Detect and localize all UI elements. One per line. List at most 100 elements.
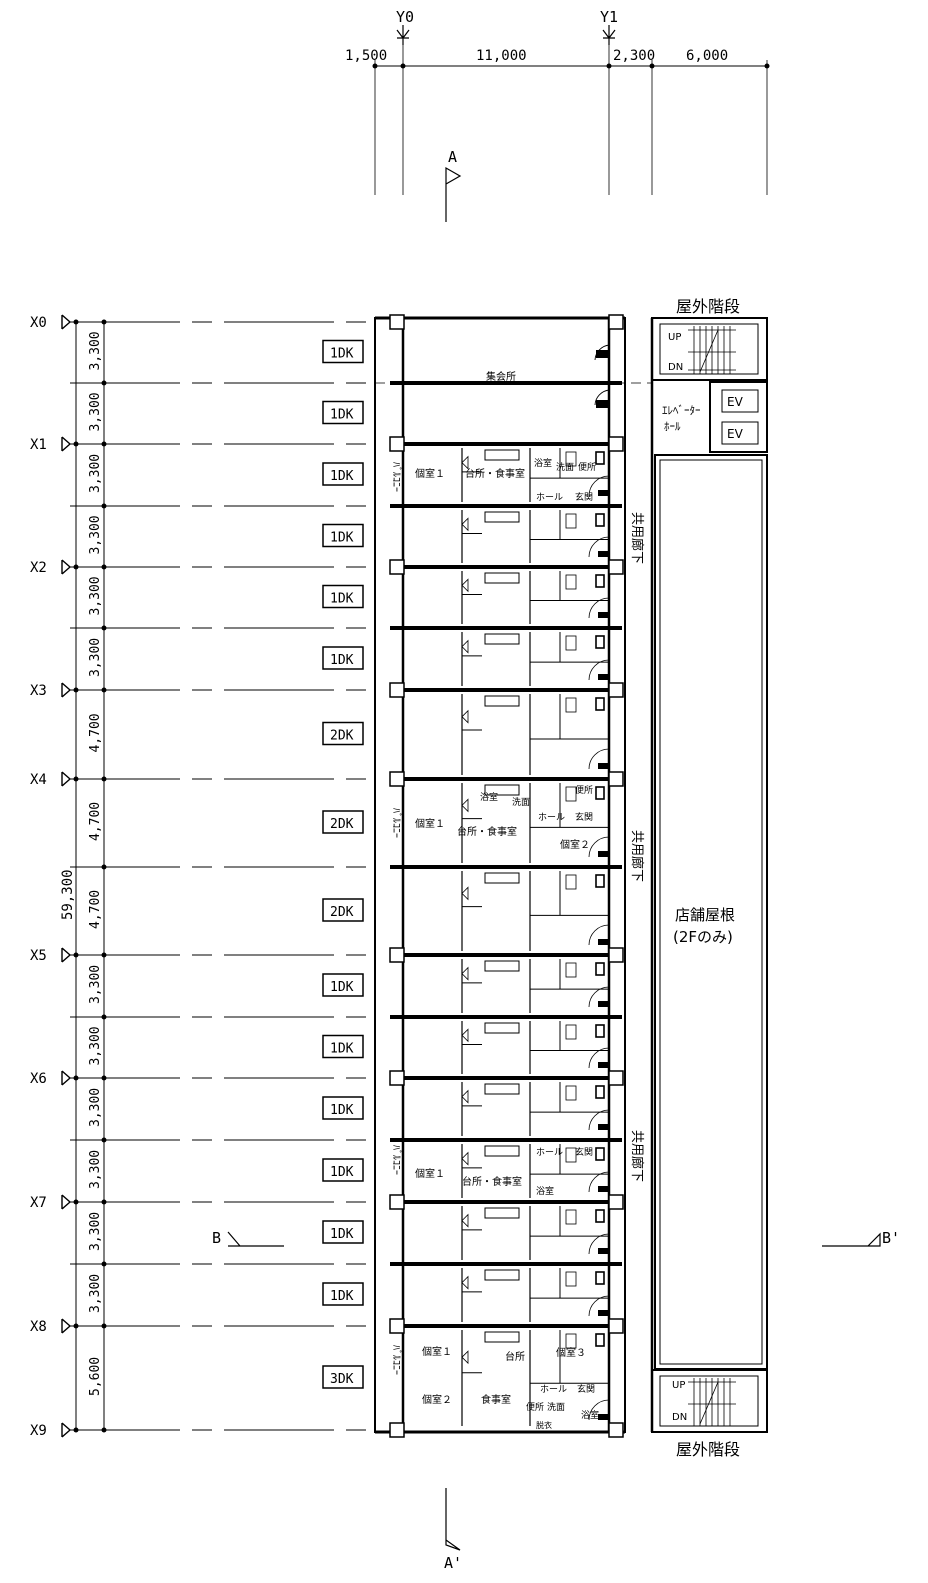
stair-treads-bottom bbox=[688, 1378, 736, 1426]
unit-plan bbox=[461, 1021, 610, 1074]
door-post bbox=[598, 763, 609, 769]
room-label-kitchen-4: 台所 bbox=[505, 1350, 525, 1363]
section-label-a-prime: A' bbox=[444, 1554, 462, 1572]
room-label-hall-2: ホール bbox=[538, 812, 565, 823]
section-label-b-prime: B' bbox=[882, 1229, 900, 1247]
column-left bbox=[389, 1422, 405, 1438]
unit-plan bbox=[461, 1206, 610, 1260]
unit-type-label: 1DK bbox=[330, 592, 354, 607]
room-label-washroom-2: 洗面 bbox=[512, 796, 530, 808]
building-outline bbox=[374, 316, 626, 1434]
room-label-private-2b: 個室２ bbox=[422, 1393, 452, 1406]
column-right bbox=[608, 1070, 624, 1086]
unit-plan bbox=[461, 1268, 610, 1322]
grid-label-y0: Y0 bbox=[396, 8, 414, 26]
section-mark-b: B bbox=[212, 1229, 284, 1247]
span-dimension-label: 4,700 bbox=[88, 802, 103, 841]
room-label-entrance-3: 玄関 bbox=[575, 1146, 593, 1158]
door-frame bbox=[595, 1024, 605, 1038]
span-dimension-label: 4,700 bbox=[88, 713, 103, 752]
unit-plan bbox=[461, 448, 610, 502]
door-frame bbox=[595, 786, 605, 800]
room-label-kitchen-dining-3: 台所・食事室 bbox=[462, 1175, 522, 1188]
door-post bbox=[598, 1248, 609, 1254]
stair-top: UP DN bbox=[651, 317, 768, 381]
unit-type-box bbox=[322, 810, 364, 834]
kitchen-counter bbox=[484, 1331, 520, 1343]
grid-label-y1: Y1 bbox=[600, 8, 618, 26]
span-dimension-label: 3,300 bbox=[88, 1026, 103, 1065]
balcony-label-2: ﾊﾞﾙｺﾆｰ bbox=[390, 808, 402, 838]
room-label-private-1b: 個室１ bbox=[415, 817, 445, 830]
unit-type-box bbox=[322, 584, 364, 609]
grid-marker-icon bbox=[61, 1422, 72, 1438]
door-post bbox=[598, 490, 609, 496]
room-label-toilet-4: 便所 bbox=[526, 1401, 544, 1413]
door-swing bbox=[588, 924, 610, 946]
toilet-fixture bbox=[565, 874, 577, 890]
unit-type-label: 1DK bbox=[330, 469, 354, 484]
column-left bbox=[389, 682, 405, 698]
window-mark bbox=[461, 1275, 469, 1290]
ev-label-1: EV bbox=[727, 395, 744, 409]
room-label-entrance-4: 玄関 bbox=[577, 1383, 595, 1395]
unit-type-box bbox=[322, 1096, 364, 1120]
kitchen-counter bbox=[484, 449, 520, 461]
grid-label-row: X7 bbox=[30, 1195, 47, 1211]
column-left bbox=[389, 947, 405, 963]
unit-type-label: 2DK bbox=[330, 817, 354, 832]
door-frame bbox=[595, 1147, 605, 1161]
unit-type-label: 1DK bbox=[330, 347, 354, 362]
total-dimension-label: 59,300 bbox=[60, 869, 76, 920]
span-dimension-label: 5,600 bbox=[88, 1357, 103, 1396]
stair-treads-top bbox=[688, 326, 736, 374]
up-label-bottom: UP bbox=[672, 1380, 685, 1391]
room-label-private-2a: 個室２ bbox=[560, 838, 590, 851]
room-label-entrance-1: 玄関 bbox=[575, 491, 593, 503]
ev-label-2: EV bbox=[727, 427, 744, 441]
door-post bbox=[598, 1186, 609, 1192]
unit-type-label: 2DK bbox=[330, 905, 354, 920]
unit-plan bbox=[461, 1330, 610, 1426]
window-mark bbox=[461, 1089, 469, 1104]
grid-label-row: X0 bbox=[30, 315, 47, 331]
door-swing bbox=[588, 536, 610, 558]
section-label-b: B bbox=[212, 1229, 221, 1247]
unit-type-label: 1DK bbox=[330, 1227, 354, 1242]
door-post bbox=[598, 851, 609, 857]
top-dim-1: 1,500 bbox=[345, 48, 387, 64]
room-label-private-1c: 個室１ bbox=[415, 1167, 445, 1180]
toilet-fixture bbox=[565, 574, 577, 590]
unit-type-box bbox=[322, 400, 364, 425]
span-dimension-label: 4,700 bbox=[88, 890, 103, 929]
grid-label-row: X2 bbox=[30, 560, 47, 576]
outdoor-stair-top-label: 屋外階段 bbox=[676, 297, 740, 316]
door-frame bbox=[595, 635, 605, 649]
door-swing bbox=[588, 748, 610, 770]
column-left bbox=[389, 1194, 405, 1210]
unit-type-label: 1DK bbox=[330, 1042, 354, 1057]
grid-marker-icon bbox=[61, 947, 72, 963]
span-dimension-label: 3,300 bbox=[88, 1150, 103, 1189]
grid-marker-icon bbox=[61, 436, 72, 452]
room-label-washroom-1: 洗面 bbox=[556, 461, 574, 473]
kitchen-counter bbox=[484, 1207, 520, 1219]
door-post bbox=[598, 1001, 609, 1007]
kitchen-counter bbox=[484, 872, 520, 884]
column-right bbox=[608, 947, 624, 963]
column-right bbox=[608, 1422, 624, 1438]
room-label-toilet-2: 便所 bbox=[575, 784, 593, 796]
unit-type-box bbox=[322, 523, 364, 548]
unit-plan bbox=[461, 694, 610, 775]
section-arrow-b-prime-icon bbox=[822, 1232, 881, 1247]
top-dim-3: 2,300 bbox=[613, 48, 655, 64]
grid-marker-icon bbox=[61, 682, 72, 698]
door-post bbox=[598, 1414, 609, 1420]
unit-type-label: 2DK bbox=[330, 729, 354, 744]
unit-type-box bbox=[322, 339, 364, 364]
unit-plan bbox=[461, 783, 610, 863]
grid-marker-icon bbox=[61, 314, 72, 330]
unit-type-label: 1DK bbox=[330, 1165, 354, 1180]
room-label-bath-4: 浴室 bbox=[581, 1409, 599, 1421]
door-frame bbox=[595, 513, 605, 527]
